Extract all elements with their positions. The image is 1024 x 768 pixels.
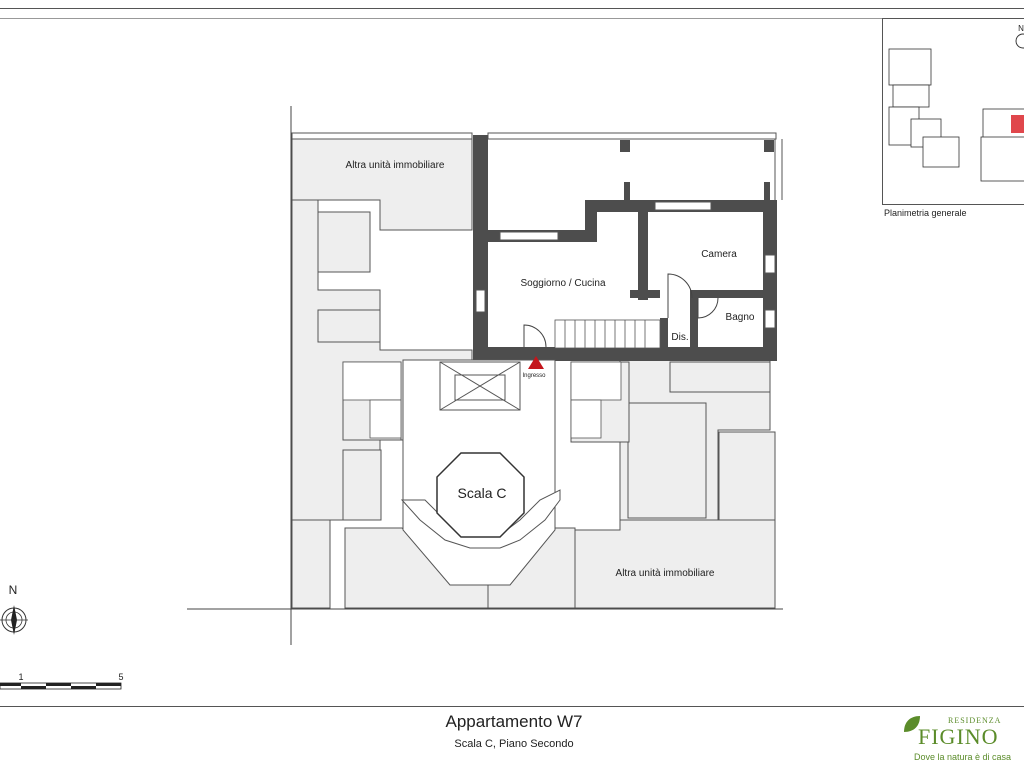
windows [475,201,776,329]
entrance-marker [528,356,544,369]
brand-residenza: RESIDENZA [948,716,1002,725]
apartment-internal-stair [554,319,661,349]
bottom-frame-line [0,706,1024,707]
north-label: N [9,583,18,597]
label-other-unit-bottom: Altra unità immobiliare [616,568,715,579]
site-plan-box: N [882,18,1024,205]
scale-bar: 1 5 [0,672,124,690]
terrace [291,132,783,200]
label-stair: Scala C [457,485,506,501]
plan-subtitle: Scala C, Piano Secondo [454,738,574,750]
scale-start: 1 [18,672,23,682]
floor-plan: Altra unità immobiliare Soggiorno / Cuci… [187,106,783,645]
label-bedroom: Camera [701,249,737,260]
plan-title: Appartamento W7 [445,712,583,731]
site-plan-highlight [1011,115,1024,133]
site-plan-label: Planimetria generale [884,208,967,218]
side-stairs [342,361,622,439]
site-plan-drawing: N [888,24,1024,182]
stairwell [400,359,561,586]
brand-logo: RESIDENZA FIGINO Dove la natura è di cas… [900,712,1024,768]
label-disimpegno: Dis. [671,332,688,343]
top-frame-line [0,8,1024,9]
label-entrance: Ingresso [522,373,546,379]
label-bathroom: Bagno [726,312,755,323]
site-north-circle [1015,33,1024,49]
leaf-icon [904,716,920,732]
doors [523,273,719,348]
label-other-unit-top: Altra unità immobiliare [346,160,445,171]
scale-end: 5 [118,672,123,682]
brand-tagline: Dove la natura è di casa [914,752,1012,762]
north-compass: N [0,583,28,635]
brand-name: FIGINO [918,724,999,749]
top-frame-line-2 [0,18,1024,19]
label-living: Soggiorno / Cucina [520,278,605,289]
site-north-label: N [1018,24,1024,33]
